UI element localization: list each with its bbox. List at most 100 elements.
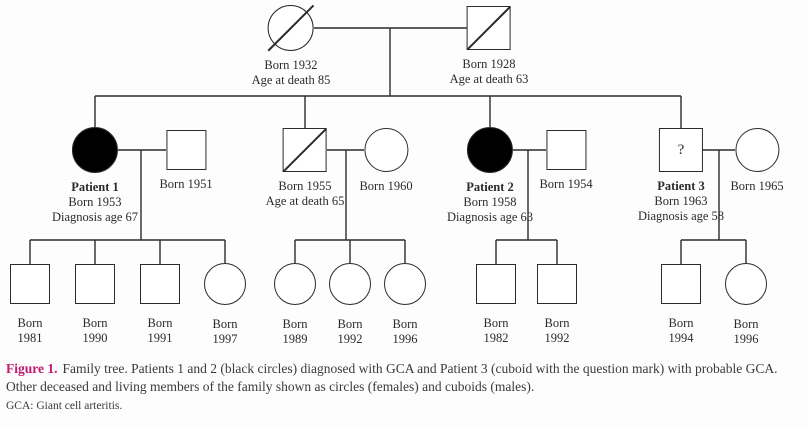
- born-text: Born: [733, 317, 759, 331]
- person-child-1981: Born 1981: [10, 264, 50, 346]
- female-symbol: [274, 263, 316, 305]
- female-symbol: [329, 263, 371, 305]
- affected-female-symbol: [71, 127, 118, 173]
- person-patient-1: Patient 1 Born 1953 Diagnosis age 67: [52, 127, 138, 225]
- person-label: Born 1965: [730, 179, 783, 194]
- born-text: Born 1953: [68, 195, 122, 209]
- person-child-1982: Born 1982: [476, 264, 516, 346]
- probable-affected-male-symbol: ?: [658, 128, 703, 172]
- figure-label: Figure 1.: [6, 361, 58, 376]
- year-text: 1992: [544, 331, 570, 345]
- person-label: Born 1992: [545, 316, 570, 346]
- patient-name: Patient 2: [466, 180, 514, 194]
- person-grandmother-1932: Born 1932 Age at death 85: [252, 4, 331, 88]
- death-text: Age at death 63: [449, 72, 529, 86]
- person-child-1992-b: Born 1992: [537, 264, 577, 346]
- deceased-male-symbol: [282, 127, 328, 173]
- year-text: 1989: [282, 332, 308, 346]
- born-text: Born: [17, 316, 43, 330]
- deceased-slash-icon: [282, 127, 328, 173]
- person-grandfather-1928: Born 1928 Age at death 63: [450, 5, 529, 87]
- born-text: Born 1955: [278, 179, 332, 193]
- person-child-1996-b: Born 1996: [725, 263, 767, 347]
- female-symbol: [725, 263, 767, 305]
- person-label: Born 1989: [283, 317, 308, 347]
- person-child-1991: Born 1991: [140, 264, 180, 346]
- person-label: Born 1932 Age at death 85: [252, 58, 331, 88]
- year-text: 1994: [668, 331, 694, 345]
- person-patient-3: ? Patient 3 Born 1963 Diagnosis age 58: [638, 128, 724, 224]
- patient-name: Patient 1: [71, 180, 119, 194]
- year-text: 1996: [392, 332, 418, 346]
- born-text: Born 1951: [159, 177, 213, 191]
- born-text: Born 1932: [264, 58, 318, 72]
- year-text: 1982: [483, 331, 509, 345]
- person-spouse-1965: Born 1965: [730, 128, 784, 194]
- deceased-male-symbol: [466, 5, 512, 51]
- born-text: Born: [668, 316, 694, 330]
- person-label: Born 1928 Age at death 63: [450, 57, 529, 87]
- person-label: Born 1996: [393, 317, 418, 347]
- person-label: Born 1955 Age at death 65: [266, 179, 345, 209]
- born-text: Born: [392, 317, 418, 331]
- born-text: Born: [212, 317, 238, 331]
- person-label: Born 1996: [734, 317, 759, 347]
- question-mark: ?: [677, 141, 685, 158]
- person-label: Born 1990: [83, 316, 108, 346]
- death-text: Age at death 65: [265, 194, 345, 208]
- born-text: Born: [147, 316, 173, 330]
- born-text: Born: [483, 316, 509, 330]
- person-label: Born 1997: [213, 317, 238, 347]
- person-label: Patient 2 Born 1958 Diagnosis age 63: [447, 180, 533, 225]
- person-child-1992-a: Born 1992: [329, 263, 371, 347]
- male-symbol: [166, 130, 206, 170]
- figure-footnote: GCA: Giant cell arteritis.: [6, 400, 123, 412]
- year-text: 1997: [212, 332, 238, 346]
- male-symbol: [75, 264, 115, 304]
- born-text: Born: [282, 317, 308, 331]
- diagnosis-text: Diagnosis age 58: [637, 209, 725, 223]
- person-child-1996-a: Born 1996: [384, 263, 426, 347]
- person-label: Born 1981: [18, 316, 43, 346]
- born-text: Born: [337, 317, 363, 331]
- year-text: 1996: [733, 332, 759, 346]
- deceased-slash-icon: [267, 4, 315, 52]
- year-text: 1992: [337, 332, 363, 346]
- male-symbol: [661, 264, 701, 304]
- born-text: Born: [82, 316, 108, 330]
- figure-caption: Figure 1.Family tree. Patients 1 and 2 (…: [6, 360, 802, 413]
- person-spouse-1954: Born 1954: [539, 130, 593, 192]
- born-text: Born 1965: [730, 179, 784, 193]
- female-symbol: [384, 263, 426, 305]
- female-symbol: [364, 128, 408, 172]
- person-patient-2: Patient 2 Born 1958 Diagnosis age 63: [447, 127, 533, 225]
- person-child-1997: Born 1997: [204, 263, 246, 347]
- person-label: Born 1982: [484, 316, 509, 346]
- male-symbol: [537, 264, 577, 304]
- person-label: Born 1951: [159, 177, 212, 192]
- person-label: Born 1991: [148, 316, 173, 346]
- year-text: 1990: [82, 331, 108, 345]
- male-symbol: [546, 130, 586, 170]
- person-label: Born 1960: [359, 179, 412, 194]
- year-text: 1991: [147, 331, 173, 345]
- death-text: Age at death 85: [251, 73, 331, 87]
- person-child-1990: Born 1990: [75, 264, 115, 346]
- person-child-1994: Born 1994: [661, 264, 701, 346]
- person-label: Born 1954: [539, 177, 592, 192]
- female-symbol: [735, 128, 779, 172]
- deceased-female-symbol: [267, 4, 315, 52]
- caption-text: Family tree. Patients 1 and 2 (black cir…: [6, 361, 778, 394]
- person-label: Born 1992: [338, 317, 363, 347]
- diagnosis-text: Diagnosis age 63: [446, 210, 534, 224]
- affected-female-symbol: [466, 127, 513, 173]
- male-symbol: [476, 264, 516, 304]
- pedigree-connector-lines: [29, 27, 747, 264]
- year-text: 1981: [17, 331, 43, 345]
- patient-name: Patient 3: [657, 179, 705, 193]
- connector-path: [29, 27, 747, 264]
- female-symbol: [204, 263, 246, 305]
- diagnosis-text: Diagnosis age 67: [51, 210, 139, 224]
- person-deceased-1955: Born 1955 Age at death 65: [266, 127, 345, 209]
